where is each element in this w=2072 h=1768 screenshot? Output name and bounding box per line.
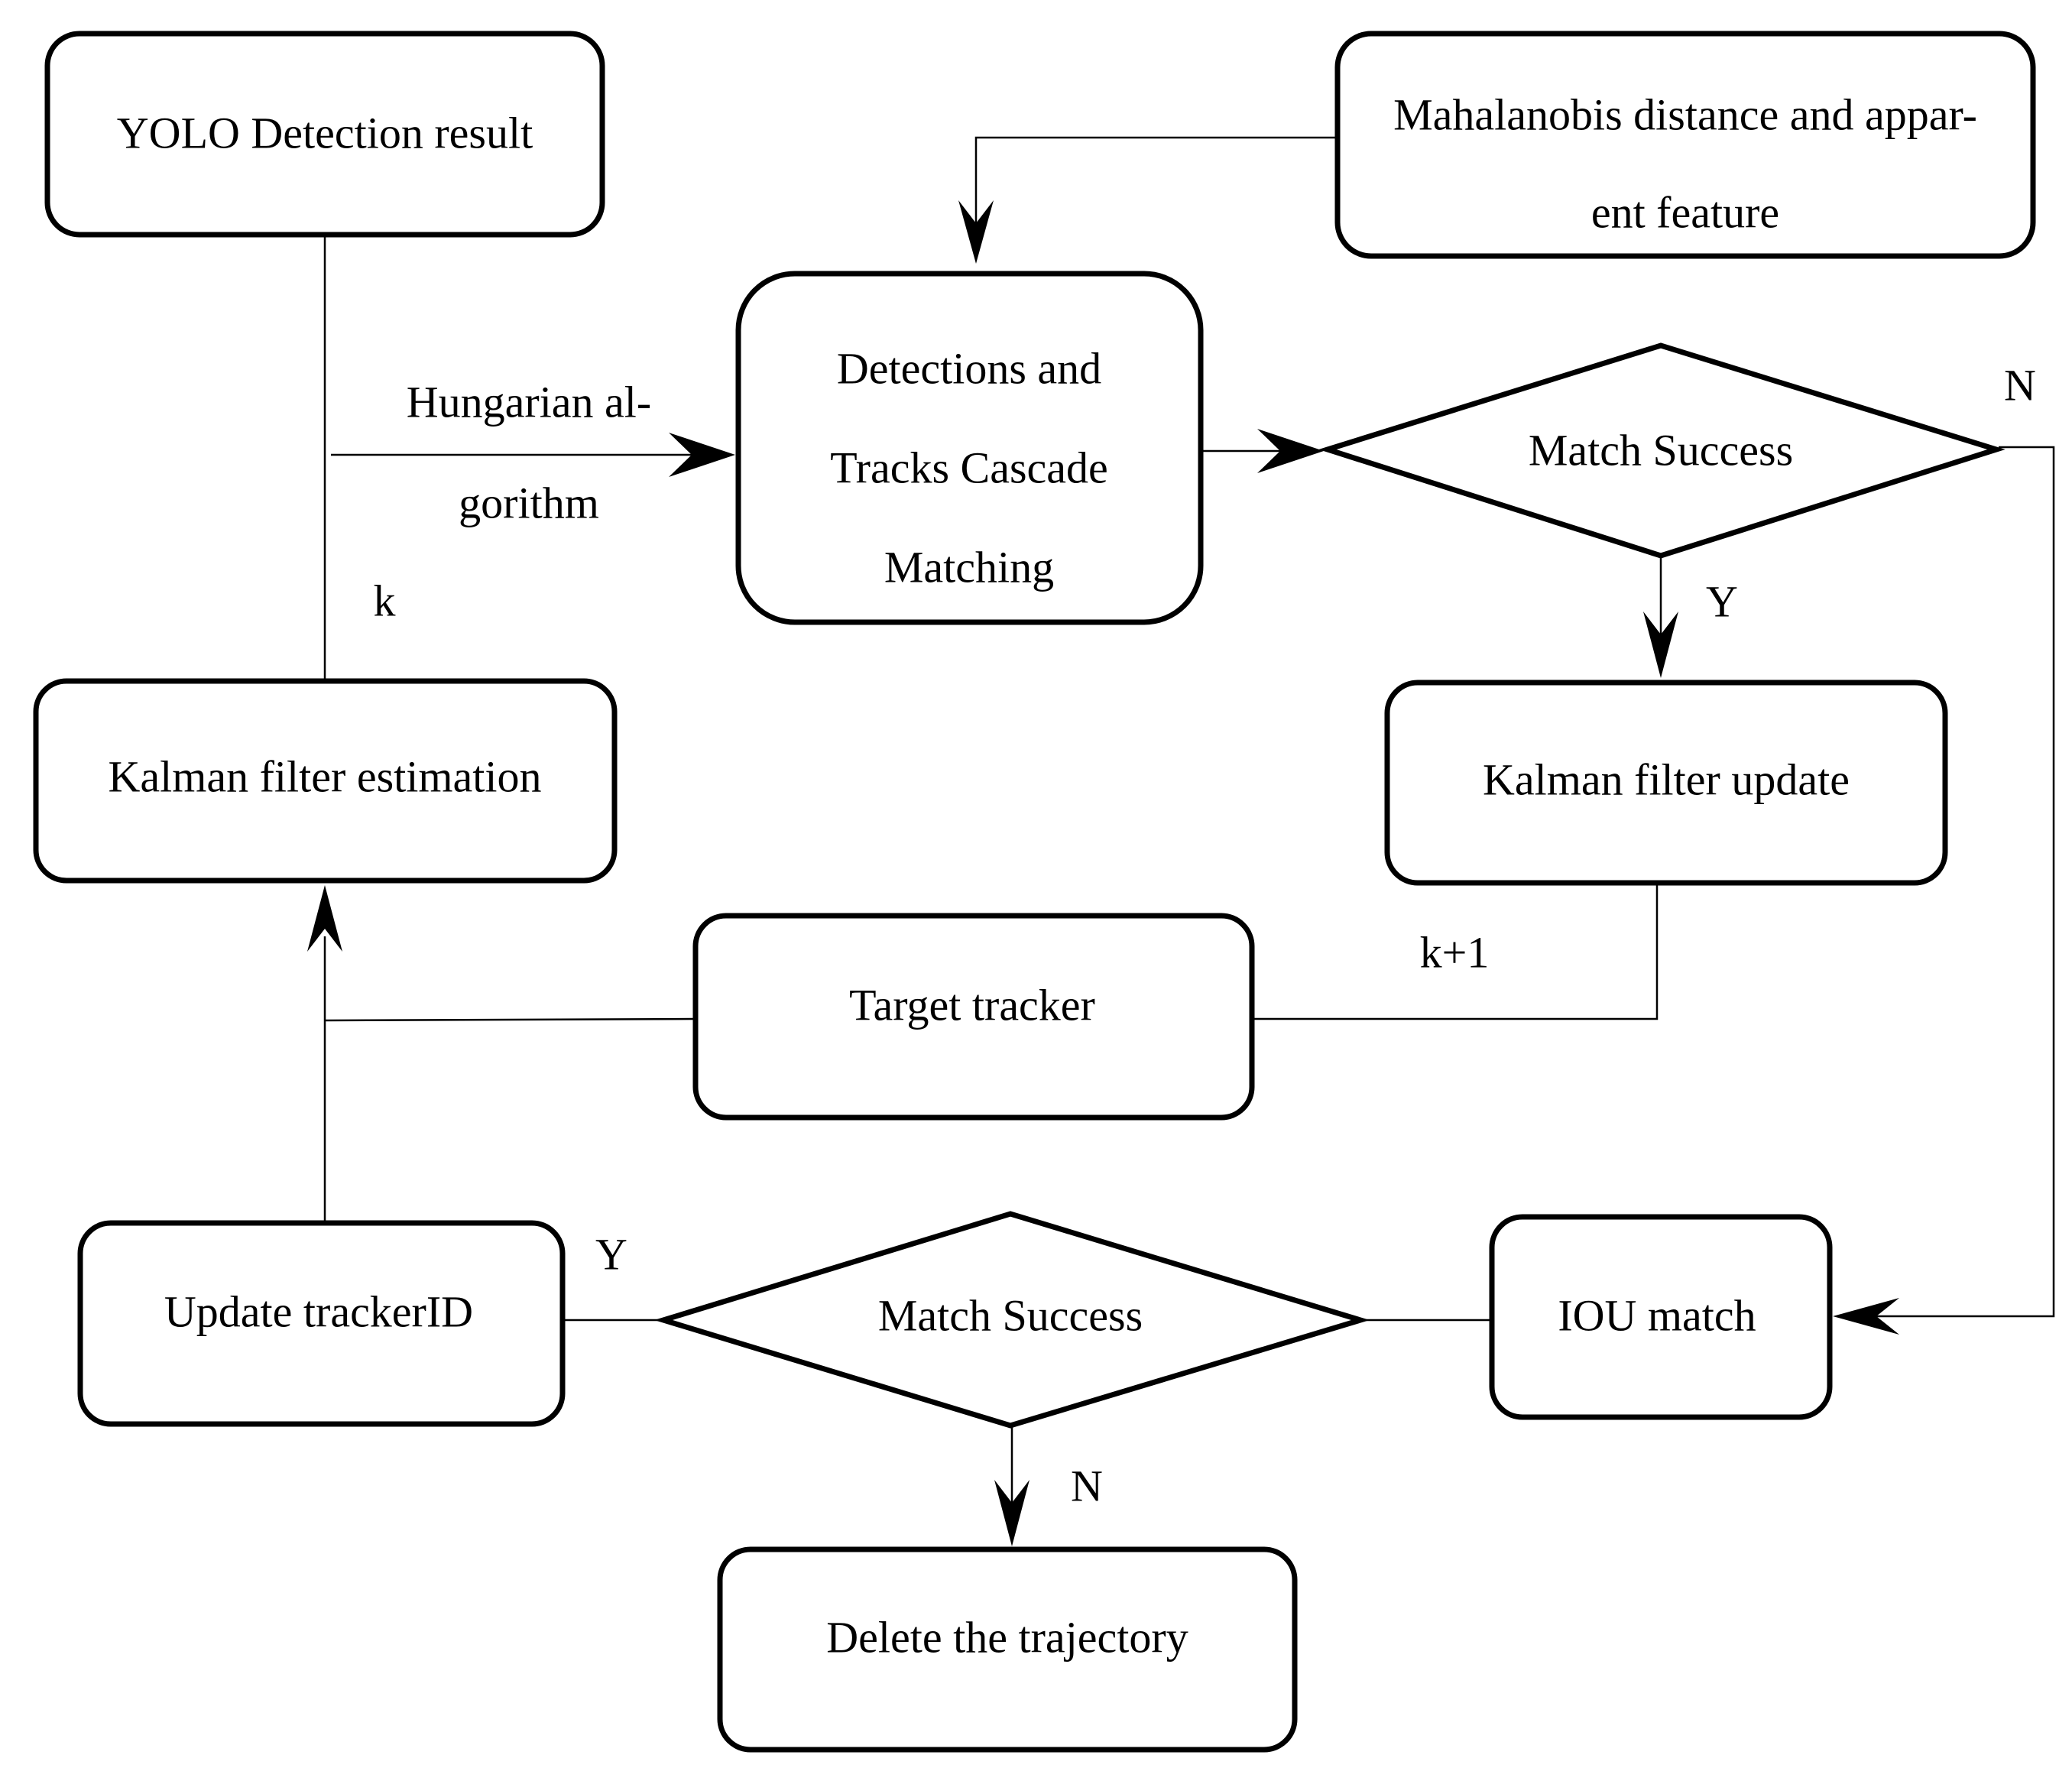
hungarian-label-line-2: gorithm	[459, 478, 599, 527]
edge-kfu-to-tracker	[1253, 885, 1659, 1020]
target-tracker-label: Target tracker	[849, 980, 1095, 1030]
delete-trajectory-label: Delete the trajectory	[826, 1612, 1188, 1662]
k-label: k	[374, 576, 396, 625]
arrowhead-hungarian	[669, 433, 735, 477]
kalman-filter-estimation-label: Kalman filter estimation	[109, 751, 542, 801]
mahalanobis-label-line-1: Mahalanobis distance and appar-	[1393, 89, 1977, 139]
arrowhead-match1-iou	[1833, 1298, 1899, 1335]
arrowhead-match1-kfu	[1643, 612, 1678, 678]
edge-match1-to-iou	[1857, 446, 2055, 1318]
cascade-label-line-3: Matching	[884, 542, 1054, 592]
kalman-filter-update-label: Kalman filter update	[1483, 754, 1850, 804]
yolo-detection-node: YOLO Detection result	[44, 31, 605, 238]
iou-match-label: IOU match	[1558, 1290, 1756, 1340]
update-tracker-id-node: Update trackerID	[77, 1220, 566, 1427]
edges	[307, 136, 2055, 1546]
edge-mahal-to-cascade	[974, 136, 1336, 237]
kalman-filter-estimation-node: Kalman filter estimation	[33, 678, 618, 884]
match1-no-label: N	[2004, 360, 2036, 410]
hungarian-label-line-1: Hungarian al-	[407, 377, 651, 427]
arrowhead-mahal	[958, 200, 994, 264]
target-tracker-node: Target tracker	[692, 913, 1255, 1121]
edge-tracker-to-left	[324, 1017, 695, 1022]
arrowhead-kfe	[307, 885, 342, 952]
cascade-label-line-2: Tracks Cascade	[830, 443, 1108, 492]
nodes: YOLO Detection result Mahalanobis distan…	[33, 31, 2036, 1753]
cascade-label-line-1: Detections and	[837, 343, 1101, 393]
delete-trajectory-node: Delete the trajectory	[717, 1546, 1298, 1753]
mahalanobis-label-line-2: ent feature	[1591, 187, 1779, 237]
mahalanobis-node: Mahalanobis distance and appar- ent feat…	[1334, 31, 2036, 259]
edge-labels: Hungarian al- gorithm k k+1 N Y Y N	[374, 360, 2036, 1510]
iou-match-node: IOU match	[1489, 1214, 1833, 1420]
k-plus-1-label: k+1	[1420, 927, 1490, 977]
kalman-filter-update-node: Kalman filter update	[1384, 680, 1948, 886]
match2-yes-label: Y	[595, 1229, 627, 1279]
arrowhead-cascade-match1	[1257, 429, 1324, 473]
cascade-matching-node: Detections and Tracks Cascade Matching	[735, 271, 1204, 625]
match-success-diamond-2: Match Success	[654, 1211, 1370, 1429]
yolo-detection-label: YOLO Detection result	[117, 108, 533, 157]
match-success-1-label: Match Success	[1529, 425, 1793, 475]
match2-no-label: N	[1071, 1461, 1103, 1510]
arrowhead-delete	[994, 1480, 1030, 1546]
match-success-diamond-1: Match Success	[1318, 342, 2006, 559]
match1-yes-label: Y	[1706, 576, 1738, 626]
update-tracker-id-label: Update trackerID	[164, 1286, 473, 1336]
match-success-2-label: Match Success	[878, 1290, 1143, 1340]
